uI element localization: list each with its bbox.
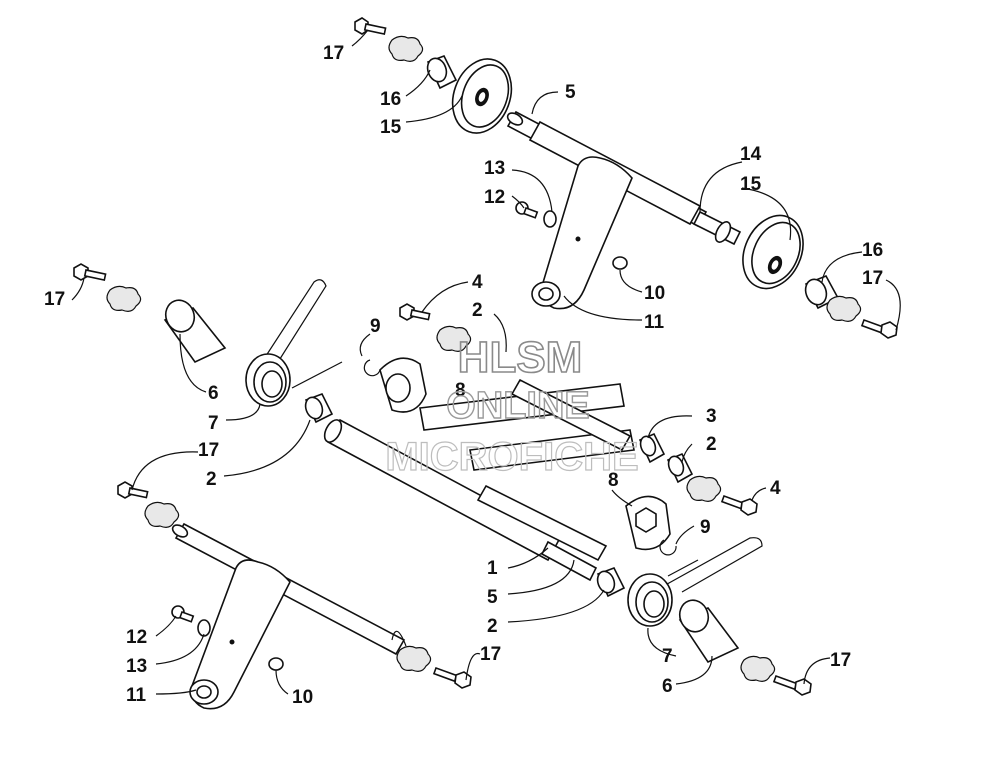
callout-17: 17 xyxy=(862,268,883,289)
watermark-line-1: HLSM xyxy=(458,333,583,382)
bolt-17-bottom-center xyxy=(432,666,472,689)
washer-center xyxy=(436,325,472,352)
callout-8: 8 xyxy=(455,380,466,401)
callout-17: 17 xyxy=(198,440,219,461)
callout-6: 6 xyxy=(662,676,673,697)
bolt-12-top xyxy=(515,201,539,219)
bolt-17-right-top xyxy=(860,318,898,339)
bolt-17-left xyxy=(73,263,107,281)
callout-2: 2 xyxy=(706,434,717,455)
spring-7-right xyxy=(627,537,763,627)
washer-right-mid xyxy=(686,475,722,502)
bolt-17-top xyxy=(354,17,387,35)
clip-9-right xyxy=(659,539,677,556)
callout-2: 2 xyxy=(472,300,483,321)
spring-7-left xyxy=(245,279,343,407)
callout-16: 16 xyxy=(862,240,883,261)
bushing-2-right xyxy=(666,452,694,484)
callout-15: 15 xyxy=(740,174,762,195)
washer-right-bottom xyxy=(740,655,776,682)
lower-assembly xyxy=(73,263,812,710)
callout-15: 15 xyxy=(380,117,402,138)
washer-right-top xyxy=(826,295,862,322)
bushing-2-left xyxy=(304,392,334,424)
bushing-2-lower xyxy=(596,566,626,598)
callout-12: 12 xyxy=(126,627,147,648)
callout-17: 17 xyxy=(323,43,344,64)
bolt-4-top xyxy=(399,303,431,321)
callout-17: 17 xyxy=(44,289,65,310)
watermark-line-3: MICROFICHE xyxy=(385,435,638,479)
cam-8-left xyxy=(379,357,427,413)
callout-7: 7 xyxy=(662,646,673,667)
callout-8: 8 xyxy=(608,470,619,491)
callout-5: 5 xyxy=(487,587,498,608)
frame-tube-1 xyxy=(323,378,635,582)
washer-top-left xyxy=(388,35,424,62)
washer-bottom-center xyxy=(396,645,432,672)
upper-assembly xyxy=(354,17,898,339)
callout-10: 10 xyxy=(644,283,665,304)
watermark-line-2: ONLINE xyxy=(446,385,590,427)
washer-13-lower xyxy=(197,619,211,637)
bolt-4-right xyxy=(720,494,758,516)
wheel-15-top xyxy=(451,58,513,134)
callout-1: 1 xyxy=(487,558,498,579)
bushing-16-top xyxy=(426,54,458,90)
callout-17: 17 xyxy=(830,650,851,671)
callout-3: 3 xyxy=(706,406,717,427)
callout-2: 2 xyxy=(487,616,498,637)
callout-labels: 17 16 15 5 14 15 13 12 16 17 10 11 4 2 9… xyxy=(44,43,883,708)
callout-4: 4 xyxy=(472,272,483,293)
washer-left-top xyxy=(106,285,142,312)
callout-9: 9 xyxy=(700,517,711,538)
callout-5: 5 xyxy=(565,82,576,103)
arm-11-lower xyxy=(189,559,291,710)
cam-8-right xyxy=(625,495,671,551)
callout-4: 4 xyxy=(770,478,781,499)
callout-7: 7 xyxy=(208,413,219,434)
shaft-5-lower xyxy=(171,522,406,656)
callout-11: 11 xyxy=(644,312,665,333)
bolt-17-right-bottom xyxy=(772,674,812,696)
arm-11-top xyxy=(531,156,633,310)
callout-9: 9 xyxy=(370,316,381,337)
callout-13: 13 xyxy=(484,158,505,179)
leader-lines xyxy=(71,29,901,695)
bolt-12-lower xyxy=(171,605,195,623)
clip-9-left xyxy=(363,359,381,377)
callout-2: 2 xyxy=(206,469,217,490)
nut-10-lower xyxy=(268,657,284,671)
callout-12: 12 xyxy=(484,187,505,208)
nut-10-top xyxy=(612,256,628,270)
wheel-15-right xyxy=(742,214,804,290)
bushing-6-right xyxy=(678,599,740,664)
callout-6: 6 xyxy=(208,383,219,404)
watermark: HLSM ONLINE MICROFICHE xyxy=(385,332,640,479)
callout-13: 13 xyxy=(126,656,147,677)
bushing-3 xyxy=(638,432,666,464)
bushing-6-left xyxy=(163,299,227,364)
callout-10: 10 xyxy=(292,687,313,708)
bolt-17-lower-left xyxy=(117,481,149,499)
washer-lower-left xyxy=(144,501,180,528)
washer-13-top xyxy=(543,210,557,228)
callout-11: 11 xyxy=(126,685,147,706)
callout-14: 14 xyxy=(740,144,762,165)
callout-17: 17 xyxy=(480,644,501,665)
callout-16: 16 xyxy=(380,89,401,110)
